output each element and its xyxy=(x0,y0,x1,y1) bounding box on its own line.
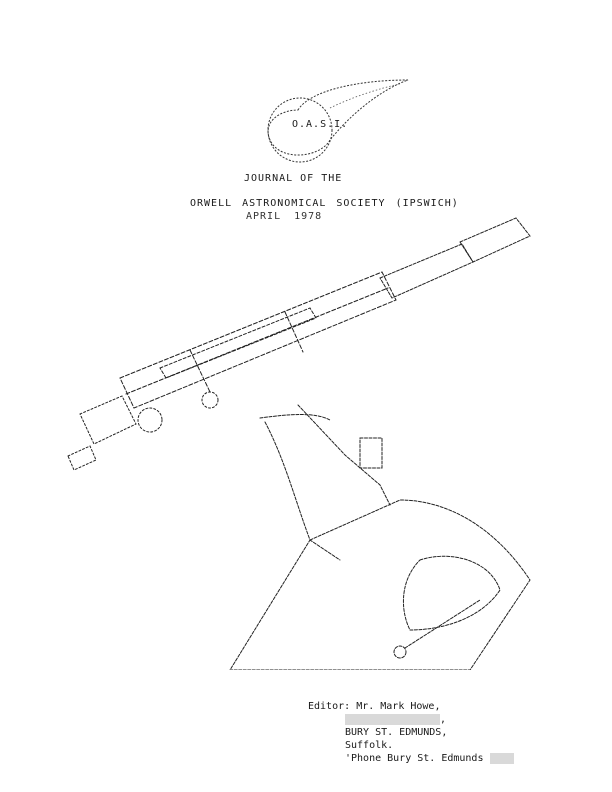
telescope-base xyxy=(229,499,531,670)
telescope-eyepiece-end xyxy=(67,391,219,471)
editor-name: Mr. Mark Howe, xyxy=(356,701,441,712)
editor-county: Suffolk. xyxy=(345,740,394,751)
journal-title-line: JOURNAL OF THE xyxy=(244,173,343,184)
telescope-main-tube xyxy=(119,271,397,409)
editor-label: Editor: xyxy=(308,701,351,712)
oasi-comet-logo xyxy=(267,79,409,163)
editor-town: BURY ST. EDMUNDS, xyxy=(345,727,448,738)
editor-phone: 'Phone Bury St. Edmunds xyxy=(345,753,484,764)
editor-block: Editor: Mr. Mark Howe, , BURY ST. EDMUND… xyxy=(308,700,514,765)
telescope-illustration xyxy=(67,217,531,670)
redacted-phone-number xyxy=(489,752,514,764)
telescope-pillar xyxy=(259,404,391,561)
society-name: ORWELL ASTRONOMICAL SOCIETY (IPSWICH) xyxy=(190,198,459,209)
redacted-address xyxy=(345,713,440,725)
logo-text: O.A.S.I. xyxy=(292,119,349,130)
issue-date: APRIL 1978 xyxy=(246,211,323,222)
finder-scope xyxy=(159,307,317,379)
telescope-front-tube xyxy=(379,217,531,299)
